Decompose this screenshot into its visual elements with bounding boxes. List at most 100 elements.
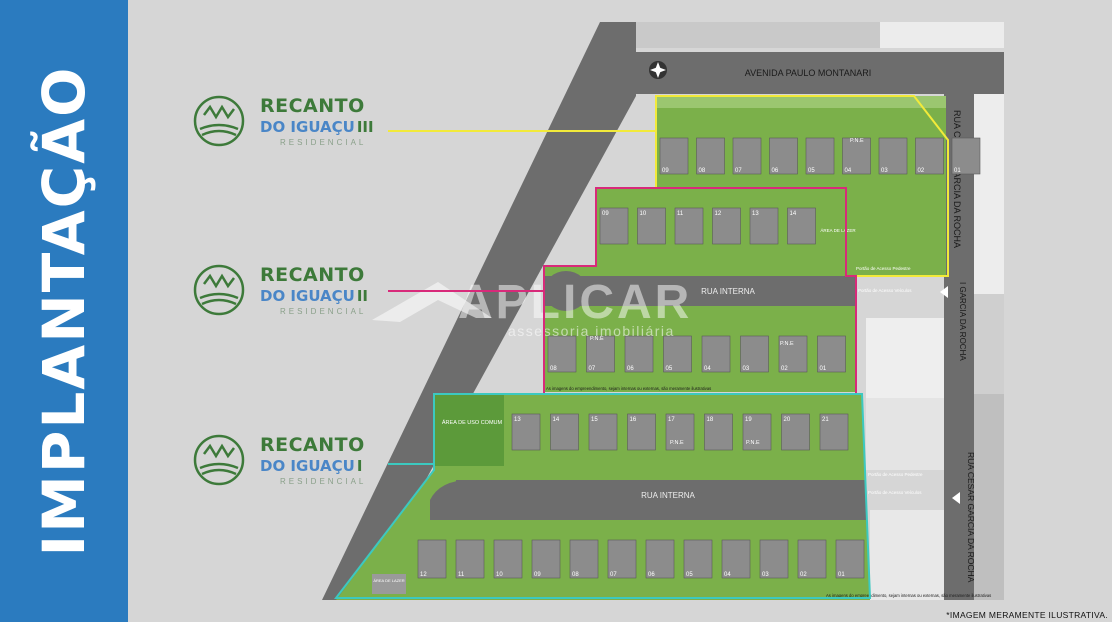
lot-number: 04 [704,366,711,372]
common-area-label: ÁREA DE USO COMUM [442,419,503,426]
internal-road-2 [544,276,856,306]
house-lot [781,413,810,451]
lot-number: 12 [420,572,427,578]
house-lot [787,207,816,245]
house-lot [819,413,849,451]
lot-number: 20 [784,417,791,423]
watermark-tagline: assessoria imobiliária [508,323,675,339]
lot-number: 21 [822,417,829,423]
house-lot [712,207,741,245]
house-lot [778,335,808,373]
lot-number: 02 [800,572,807,578]
house-lot [742,413,772,451]
lot-number: 17 [668,417,675,423]
lot-number: 08 [550,366,557,372]
lot-number: 10 [640,211,647,217]
logo-line3: RESIDENCIAL [280,477,367,486]
house-lot [749,207,779,245]
house-lot [550,413,579,451]
lot-number: 11 [677,211,684,217]
entrance-arrow-icon [940,286,948,298]
lot-number: 07 [610,572,617,578]
house-lot [659,137,689,175]
house-lot [805,137,835,175]
gate-label-ped-1: Portão de Acesso Pedestre [868,472,923,477]
pne-label: P.N.E [590,336,604,342]
lot-number: 14 [553,417,560,423]
lot-number: 06 [772,168,779,174]
logo-line1: RECANTO [260,95,365,117]
house-lot [531,539,561,579]
house-lot [645,539,675,579]
house-lot [683,539,713,579]
avenue-road [636,52,1004,94]
house-lot [624,335,654,373]
lot-number: 09 [602,211,609,217]
house-lot [817,335,846,373]
house-lot [588,413,618,451]
lot-number: 15 [591,417,598,423]
lot-number: 09 [662,168,669,174]
logo-line3: RESIDENCIAL [280,307,367,316]
lot-number: 12 [715,211,722,217]
lot-number: 06 [627,366,634,372]
house-lot [835,539,865,579]
house-lot [627,413,656,451]
house-lot [637,207,666,245]
house-lot [665,413,695,451]
avenue-label: AVENIDA PAULO MONTANARI [745,68,872,78]
logo-line1: RECANTO [260,434,365,456]
house-lot [663,335,692,373]
house-lot [674,207,704,245]
lot-number: 05 [666,366,673,372]
illustrative-note-1: As imagens do empreendimento, sejam inte… [826,593,991,598]
sidebar-panel: IMPLANTAÇÃO [0,0,128,622]
internal-road-1-label: RUA INTERNA [641,491,695,500]
lot-number: 08 [572,572,579,578]
disclaimer-text: *IMAGEM MERAMENTE ILUSTRATIVA. [946,610,1108,620]
house-lot [842,137,871,175]
lot-number: 03 [881,168,888,174]
house-lot [511,413,541,451]
lot-number: 05 [808,168,815,174]
lot-number: 09 [534,572,541,578]
house-lot [769,137,798,175]
logo-line1: RECANTO [260,264,365,286]
house-lot [493,539,523,579]
leisure-area-label-1: ÁREA DE LAZER [373,578,404,583]
house-lot [599,207,629,245]
watermark-brand: APLICAR [458,276,692,329]
lot-number: 05 [686,572,693,578]
lot-number: 18 [707,417,714,423]
house-lot [455,539,485,579]
lot-number: 01 [954,168,961,174]
waterfall-emblem-icon [193,434,245,486]
lot-number: 04 [724,572,731,578]
gate-label-ped-3: Portão de Acesso Pedestre [856,266,911,271]
illustrative-note-2: As imagens do empreendimento, sejam inte… [546,386,711,391]
lot-number: 02 [781,366,788,372]
lot-number: 08 [699,168,706,174]
side-street-label-mid: I GARCIA DA ROCHA [958,282,967,361]
lot-number: 13 [514,417,521,423]
pne-label: P.N.E [670,440,684,446]
house-lot [721,539,751,579]
gate-label-veh-1: Portão de Acesso Veículos [868,490,922,495]
house-lot [797,539,827,579]
lot-number: 01 [820,366,827,372]
lot-number: 01 [838,572,845,578]
house-lot [696,137,725,175]
entrance-arrow-icon [952,492,960,504]
pne-label: P.N.E [780,341,794,347]
lot-number: 07 [589,366,596,372]
